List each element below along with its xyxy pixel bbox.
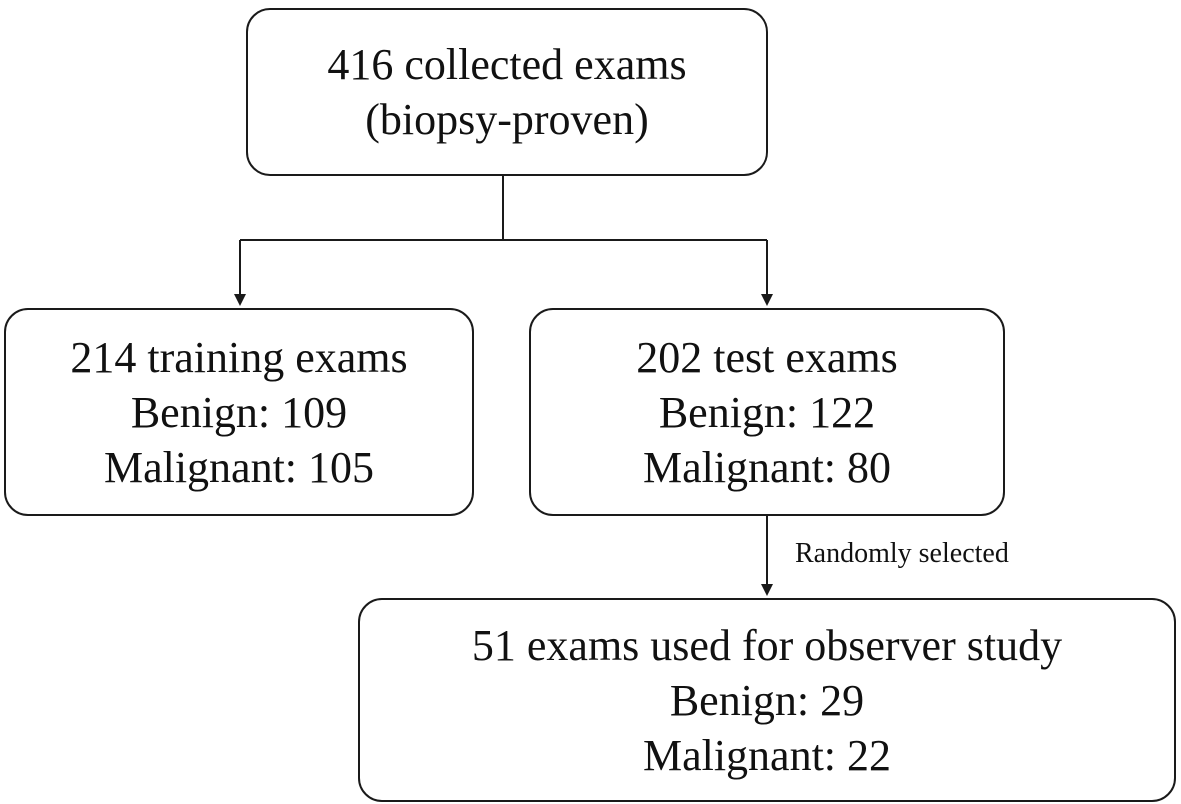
observer-exams-count: 51 exams used for observer study <box>471 620 1063 670</box>
training-exams-box: 214 training exams Benign: 109 Malignant… <box>4 308 474 516</box>
training-malignant: Malignant: 105 <box>103 442 375 492</box>
observer-benign: Benign: 29 <box>669 675 865 725</box>
collected-exams-note: (biopsy-proven) <box>365 95 649 144</box>
observer-malignant: Malignant: 22 <box>642 730 892 780</box>
arrowhead-to-training <box>234 294 246 306</box>
collected-exams-box: 416 collected exams (biopsy-proven) <box>246 8 768 176</box>
randomly-selected-label: Randomly selected <box>795 538 1009 569</box>
test-exams-box: 202 test exams Benign: 122 Malignant: 80 <box>529 308 1005 516</box>
test-benign: Benign: 122 <box>658 387 876 437</box>
training-exams-count: 214 training exams <box>70 332 408 382</box>
arrowhead-to-observer <box>761 584 773 596</box>
observer-study-box: 51 exams used for observer study Benign:… <box>358 598 1176 802</box>
test-exams-count: 202 test exams <box>636 332 898 382</box>
test-malignant: Malignant: 80 <box>642 442 892 492</box>
arrowhead-to-test <box>761 294 773 306</box>
collected-exams-count: 416 collected exams <box>327 40 687 89</box>
training-benign: Benign: 109 <box>130 387 348 437</box>
